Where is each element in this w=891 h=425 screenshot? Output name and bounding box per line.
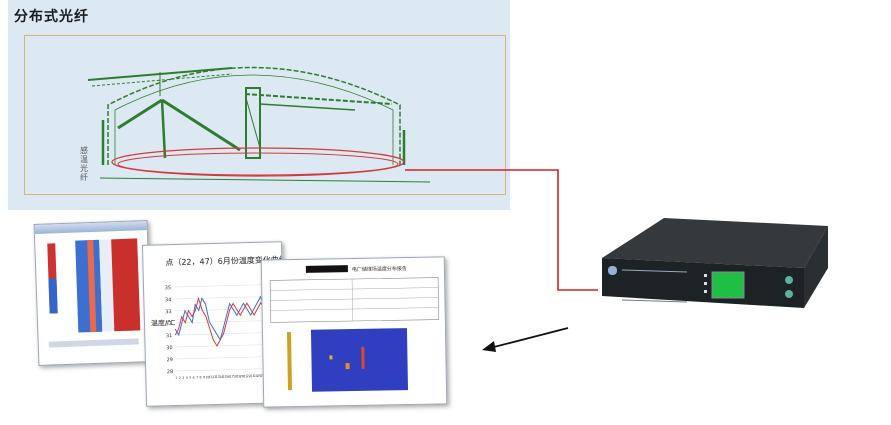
drawing-frame	[24, 35, 506, 195]
dome-outline	[107, 66, 401, 165]
hotspot-3	[329, 355, 333, 360]
x-tick-label: 8	[199, 375, 201, 379]
y-tick-label: 32	[166, 321, 173, 327]
grid-line	[176, 368, 277, 372]
x-tick-label: 22	[247, 374, 251, 378]
series-line-2	[174, 296, 275, 347]
report-title: 电厂储煤场温度分布报告	[352, 265, 407, 273]
fiber-ring-outer	[111, 147, 405, 177]
x-tick-label: 12	[212, 375, 216, 379]
x-tick-label: 2	[179, 376, 181, 380]
x-tick-label: 23	[250, 374, 254, 378]
table-rule	[351, 279, 354, 322]
x-tick-label: 19	[236, 374, 240, 378]
heatmap-canvas	[47, 238, 141, 348]
y-tick-label: 31	[166, 333, 173, 339]
heatmap-band-red	[111, 238, 141, 332]
heatmap-legend-cool	[48, 278, 58, 314]
report-legend	[286, 332, 293, 391]
grid-line	[174, 284, 274, 288]
grid-line	[174, 308, 275, 312]
heatmap-window	[33, 220, 153, 366]
fiber-link	[405, 169, 598, 291]
x-tick-label: 16	[226, 375, 230, 379]
device-button-2	[785, 290, 793, 298]
heatmap-band-white	[99, 239, 115, 332]
tower	[245, 87, 261, 159]
x-tick-label: 10	[205, 375, 209, 379]
x-tick-label: 7	[196, 375, 198, 379]
status-strip	[48, 338, 139, 348]
report-table	[269, 277, 440, 323]
grid-line	[175, 332, 276, 336]
device-label-line	[621, 269, 688, 273]
report-canvas: 电厂储煤场温度分布报告	[269, 265, 440, 392]
report-heatmap	[310, 328, 409, 392]
y-tick-label: 30	[166, 345, 173, 351]
x-tick-label: 14	[219, 375, 223, 379]
fiber-label: 感温光纤	[80, 146, 88, 182]
y-tick-label: 33	[165, 309, 172, 315]
tower-brace	[245, 97, 261, 149]
series-line-1	[174, 295, 275, 342]
conveyor	[244, 93, 393, 105]
boom-right	[161, 98, 241, 152]
hotspot-2	[345, 363, 350, 370]
y-tick-label: 28	[167, 369, 174, 375]
x-tick-label: 25	[257, 374, 261, 378]
device-button-1	[785, 276, 793, 284]
x-tick-label: 9	[203, 375, 205, 379]
dome-inner	[114, 74, 394, 165]
gantry-arm-lower	[91, 73, 233, 87]
heatmap-band-stripe	[87, 239, 97, 333]
x-tick-label: 6	[193, 376, 195, 380]
boom-left	[117, 98, 163, 130]
device-screen	[711, 271, 745, 299]
x-tick-label: 1	[175, 376, 177, 380]
arrow-line	[489, 327, 569, 349]
conveyor-lower	[259, 103, 356, 111]
chart-ylabel: 温度/℃	[151, 318, 176, 328]
x-tick-label: 15	[223, 375, 227, 379]
chart-title: 点（22，47）6月份温度变化曲线	[165, 254, 285, 267]
x-tick-label: 5	[189, 376, 191, 380]
boom-mast	[160, 99, 167, 159]
grid-line	[175, 356, 276, 360]
grid-line	[174, 296, 275, 300]
x-tick-label: 21	[243, 374, 247, 378]
device-side	[804, 226, 828, 308]
table-rule	[270, 307, 439, 311]
hotspot-1	[361, 346, 365, 369]
x-tick-label: 18	[233, 374, 237, 378]
x-tick-label: 11	[209, 375, 213, 379]
x-tick-label: 24	[254, 374, 258, 378]
x-tick-label: 4	[186, 376, 188, 380]
x-tick-label: 20	[240, 374, 244, 378]
dts-device	[602, 218, 828, 308]
fiber-ring-inner	[117, 152, 399, 176]
table-rule	[270, 297, 439, 301]
ground-line	[99, 177, 431, 183]
report-title-bar	[305, 265, 348, 273]
x-tick-label: 3	[182, 376, 184, 380]
device-logo	[608, 266, 617, 275]
device-led-3	[704, 290, 707, 293]
y-tick-label: 35	[165, 285, 172, 291]
page-title: 分布式光纤	[14, 9, 89, 25]
x-tick-label: 17	[229, 375, 233, 379]
report-window: 电厂储煤场温度分布报告	[260, 256, 448, 408]
device-led-2	[704, 282, 707, 285]
device-label-line-2	[621, 299, 688, 303]
device-led-1	[704, 274, 707, 277]
x-tick-label: 13	[216, 375, 220, 379]
grid-line	[175, 344, 276, 348]
y-tick-label: 29	[166, 357, 173, 363]
arrow-head	[482, 341, 496, 352]
device-top	[602, 218, 828, 268]
table-rule	[270, 287, 439, 291]
y-tick-label: 34	[165, 297, 172, 303]
